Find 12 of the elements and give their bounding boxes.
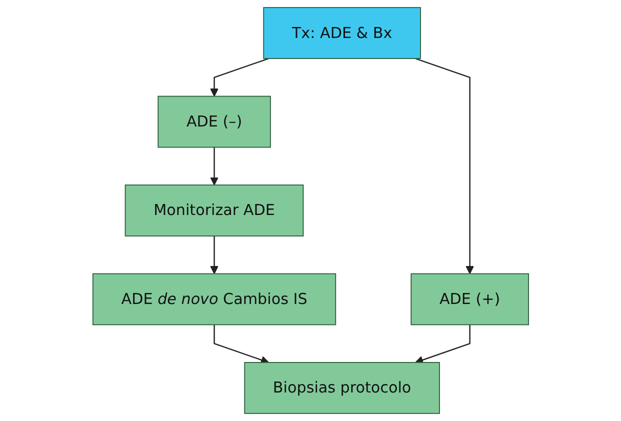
arrow [414, 324, 470, 364]
arrow [210, 58, 269, 97]
arrow [210, 236, 218, 274]
node-box: ADE (–) [157, 96, 271, 148]
node-box: Biopsias protocolo [244, 362, 440, 414]
arrow [415, 58, 474, 274]
node-box: Monitorizar ADE [124, 184, 304, 236]
node-box: ADE de novo Cambios IS [92, 273, 336, 326]
arrow [213, 324, 269, 364]
arrow [210, 147, 218, 186]
node-box: Tx: ADE & Bx [262, 7, 421, 59]
node-box: ADE (+) [410, 273, 529, 326]
